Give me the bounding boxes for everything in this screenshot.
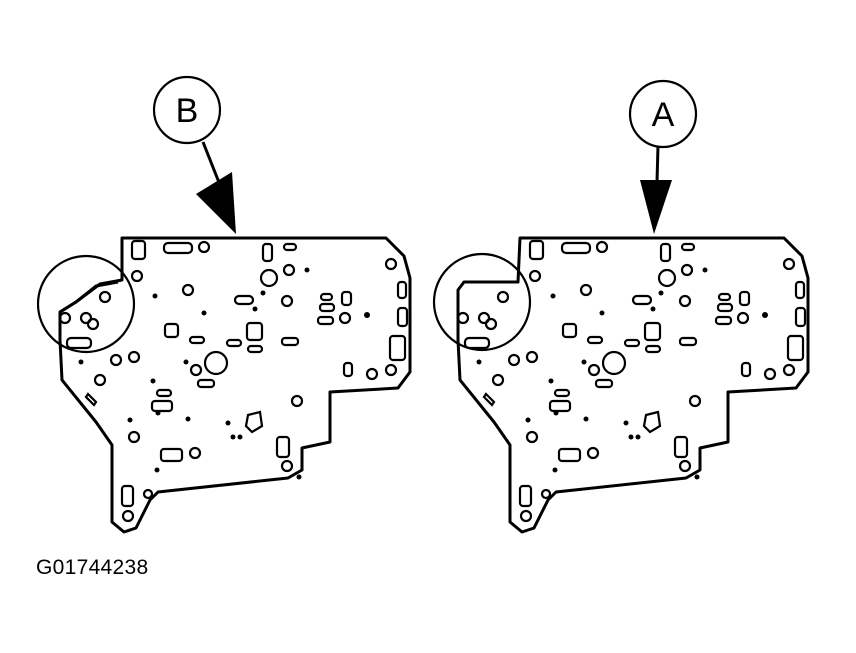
callout-b-arrowhead <box>196 172 236 234</box>
plate-a-outline <box>456 236 810 534</box>
callout-b: B <box>152 75 236 234</box>
callout-b-arrow-shaft <box>201 141 222 186</box>
callout-a-circle <box>628 79 698 149</box>
detail-circle-a <box>432 252 532 352</box>
callout-b-circle <box>152 75 222 145</box>
callout-b-label: B <box>176 92 199 130</box>
callout-a: A <box>628 79 698 234</box>
callout-a-arrow-shaft <box>655 145 660 183</box>
gasket-plate-b <box>36 236 412 534</box>
callout-a-label: A <box>652 96 675 134</box>
detail-circle-b <box>36 254 136 354</box>
figure-caption: G01744238 <box>36 556 149 579</box>
plate-b-jog <box>59 280 119 314</box>
callout-a-arrowhead <box>640 180 672 234</box>
gasket-plate-a <box>432 236 810 534</box>
